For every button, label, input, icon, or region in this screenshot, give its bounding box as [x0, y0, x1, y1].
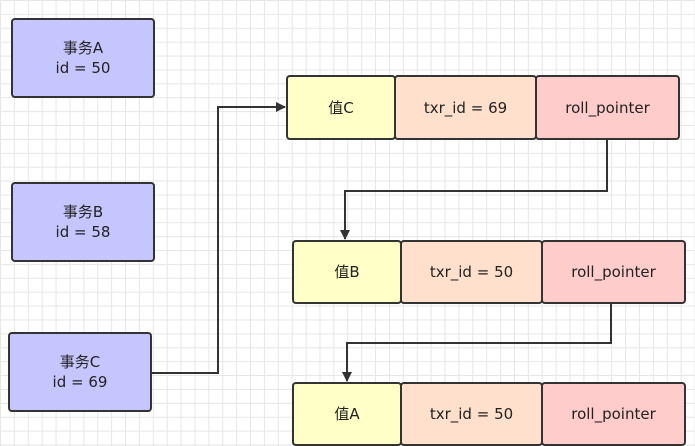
transaction-b-id: id = 58	[55, 223, 111, 241]
version-a-txr-id-cell: txr_id = 50	[400, 382, 543, 446]
arrow-transaction-c-to-version-c	[152, 102, 286, 374]
version-c-txr-id-cell: txr_id = 69	[394, 75, 537, 140]
transaction-a-id: id = 50	[55, 59, 111, 77]
transaction-a-box: 事务A id = 50	[11, 18, 155, 98]
transaction-b-name: 事务B	[62, 203, 104, 221]
version-a-value: 值A	[334, 405, 360, 423]
transaction-b-box: 事务B id = 58	[11, 182, 155, 262]
transaction-c-id: id = 69	[52, 373, 108, 391]
version-c-roll-pointer-cell: roll_pointer	[535, 75, 680, 140]
version-b-txr-id: txr_id = 50	[429, 263, 514, 281]
version-a-txr-id: txr_id = 50	[429, 405, 514, 423]
arrow-version-c-to-version-b	[340, 140, 608, 240]
version-b-roll-pointer-cell: roll_pointer	[541, 240, 686, 304]
version-c-value: 值C	[328, 98, 354, 117]
version-a-roll-pointer-cell: roll_pointer	[541, 382, 686, 446]
transaction-a-name: 事务A	[62, 39, 104, 57]
version-b-roll-pointer: roll_pointer	[571, 263, 656, 281]
version-a-value-cell: 值A	[292, 382, 402, 446]
transaction-c-box: 事务C id = 69	[8, 332, 152, 412]
transaction-c-name: 事务C	[59, 353, 101, 371]
version-a-roll-pointer: roll_pointer	[571, 405, 656, 423]
version-c-txr-id: txr_id = 69	[423, 98, 508, 117]
version-b-txr-id-cell: txr_id = 50	[400, 240, 543, 304]
version-c-roll-pointer: roll_pointer	[565, 98, 650, 117]
version-c-value-cell: 值C	[286, 75, 396, 140]
arrow-version-b-to-version-a	[342, 304, 612, 382]
version-b-value-cell: 值B	[292, 240, 402, 304]
version-b-value: 值B	[334, 263, 360, 281]
